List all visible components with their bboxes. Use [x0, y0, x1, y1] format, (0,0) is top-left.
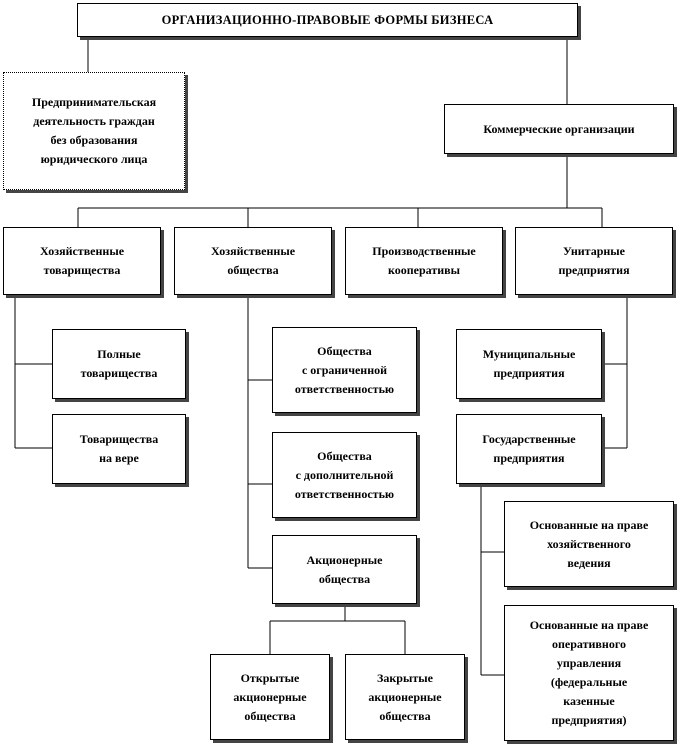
business-partnerships-box: Хозяйственные товарищества — [3, 227, 161, 295]
operative-management-box: Основанные на праве оперативного управле… — [504, 605, 674, 741]
closed-jsc-box: Закрытые акционерные общества — [345, 654, 465, 740]
diagram-title: ОРГАНИЗАЦИОННО-ПРАВОВЫЕ ФОРМЫ БИЗНЕСА — [77, 3, 578, 37]
joint-stock-companies-box: Акционерные общества — [272, 535, 417, 604]
economic-management-box: Основанные на праве хозяйственного веден… — [504, 501, 674, 587]
alc-box: Общества с дополнительной ответственност… — [272, 432, 417, 518]
business-societies-box: Хозяйственные общества — [174, 227, 332, 295]
limited-partnerships-box: Товарищества на вере — [52, 414, 186, 484]
llc-box: Общества с ограниченной ответственностью — [272, 327, 417, 413]
commercial-organizations-box: Коммерческие организации — [444, 104, 674, 154]
unitary-enterprises-box: Унитарные предприятия — [515, 227, 673, 295]
production-cooperatives-box: Производственные кооперативы — [345, 227, 503, 295]
state-enterprises-box: Государственные предприятия — [456, 414, 602, 484]
open-jsc-box: Открытые акционерные общества — [210, 654, 330, 740]
entrepreneurial-activity-box: Предпринимательская деятельность граждан… — [3, 72, 185, 190]
full-partnerships-box: Полные товарищества — [52, 329, 186, 399]
municipal-enterprises-box: Муниципальные предприятия — [456, 329, 602, 399]
